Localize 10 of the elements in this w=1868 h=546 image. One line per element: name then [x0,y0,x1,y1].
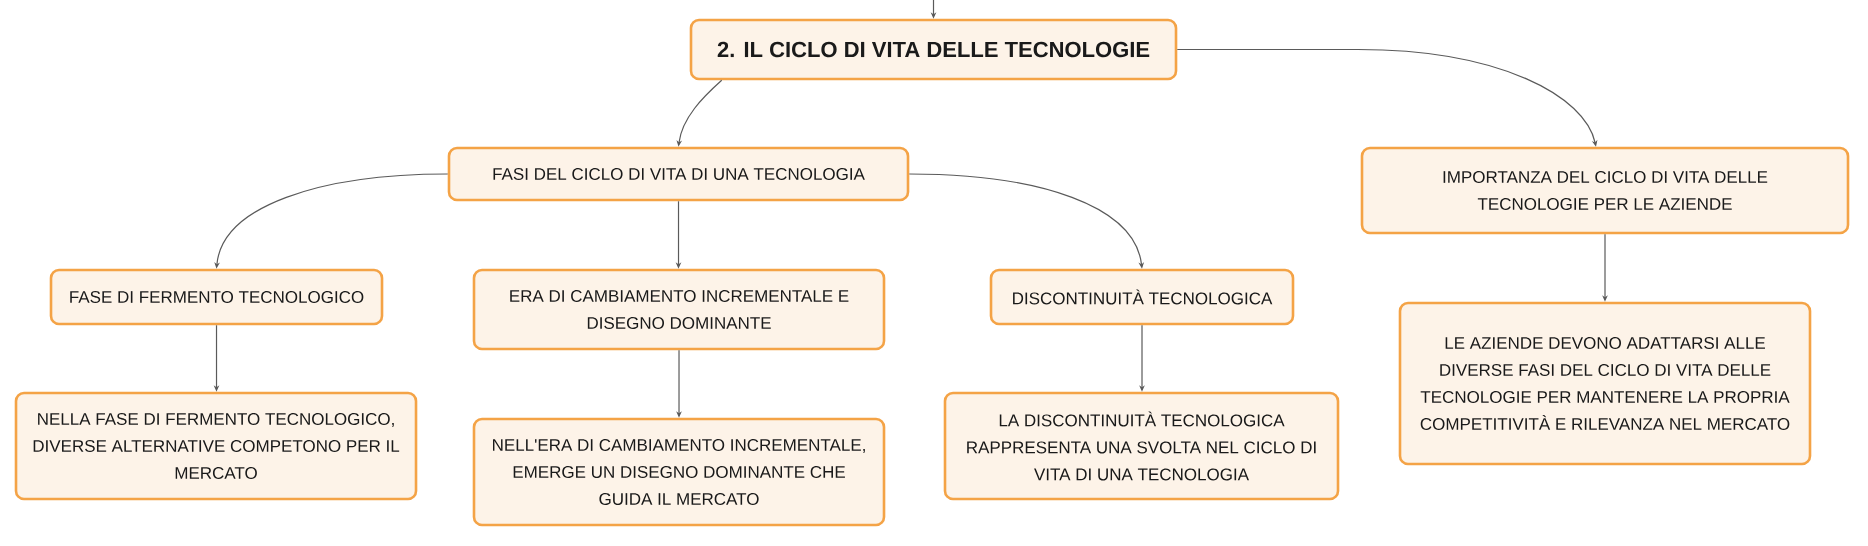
topic-box: FASI DEL CICLO DI VITA DI UNA TECNOLOGIA [447,146,910,202]
topic-box: FASE DI FERMENTO TECNOLOGICO [49,268,384,326]
topic-box: NELLA FASE DI FERMENTO TECNOLOGICO, DIVERSE ALTERNATIVE COMPETONO PER IL MERCATO [14,391,418,501]
main-topic-box: 2. IL CICLO DI VITA DELLE TECNOLOGIE [689,18,1178,81]
topic-box: DISCONTINUITÀ TECNOLOGICA [989,268,1295,326]
topic-box: NELL'ERA DI CAMBIAMENTO INCREMENTALE, EMERGE UN DISEGNO DOMINANTE CHE GUIDA IL MERCATO [472,417,886,527]
topic-box: ERA DI CAMBIAMENTO INCREMENTALE E DISEGNO DOMINANTE [472,268,886,351]
topic-box: IMPORTANZA DEL CICLO DI VITA DELLE TECNOLOGIE PER LE AZIENDE [1360,146,1850,235]
topic-box: LE AZIENDE DEVONO ADATTARSI ALLE DIVERSE FASI DEL CICLO DI VITA DELLE TECNOLOGIE PER MANTENERE LA PROPRIA COMPETITIVITÀ E RILEVANZA NEL MERCATO [1398,301,1812,466]
topic-box: LA DISCONTINUITÀ TECNOLOGICA RAPPRESENTA UNA SVOLTA NEL CICLO DI VITA DI UNA TECNOLOGIA [943,391,1340,501]
